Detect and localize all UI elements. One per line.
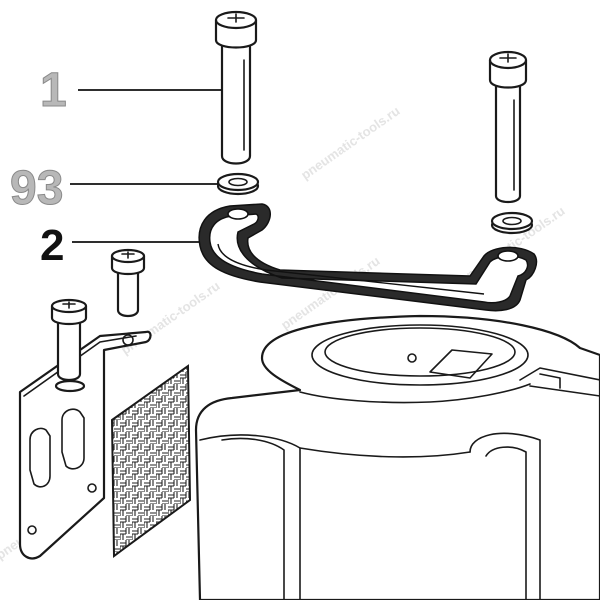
bolt-part-1 <box>214 10 258 165</box>
washer-right <box>490 211 534 235</box>
small-screw-middle <box>110 248 146 318</box>
bolt-right <box>488 50 528 204</box>
gasket-plate <box>18 330 152 560</box>
filter-screen <box>110 364 192 558</box>
callout-labels: 1 93 2 <box>10 64 68 271</box>
callout-1: 1 <box>40 64 67 117</box>
housing <box>194 314 600 600</box>
callout-2: 2 <box>40 221 64 270</box>
handle-bar-part-2 <box>198 203 538 312</box>
callout-leaders <box>70 89 222 243</box>
watermark-1: pneumatic-tools.ru <box>298 103 402 182</box>
small-screw-left <box>50 298 88 393</box>
washer-part-93 <box>216 172 260 196</box>
callout-93: 93 <box>10 162 63 215</box>
